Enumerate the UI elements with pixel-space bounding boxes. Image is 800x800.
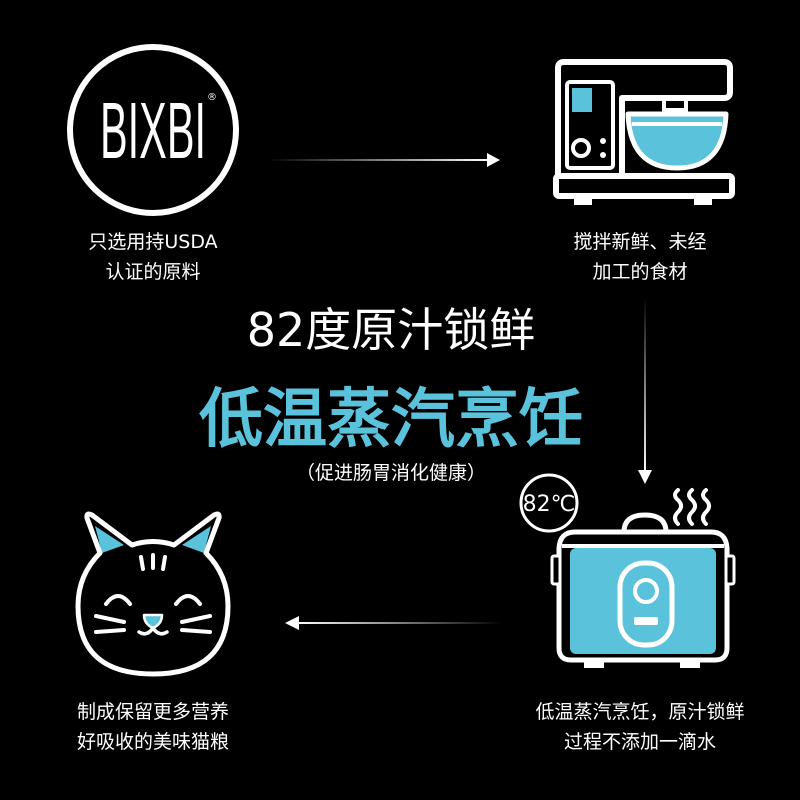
temperature-badge-text: 82℃ xyxy=(523,492,576,517)
mixer-head-and-column xyxy=(555,59,733,179)
cooker-button xyxy=(634,617,658,625)
cat-forehead-stripes xyxy=(139,553,167,571)
cat-head-outline xyxy=(75,511,231,677)
cat-ear-left-inner xyxy=(95,526,124,553)
step-3-caption: 低温蒸汽烹饪，原汁锁鲜 过程不添加一滴水 xyxy=(500,697,780,757)
step-2-caption: 搅拌新鲜、未经 加工的食材 xyxy=(520,227,760,287)
cat-mouth xyxy=(137,626,169,636)
cooker-handle-right xyxy=(724,554,736,586)
arrow-down-icon xyxy=(638,296,652,484)
mixer-foot-right xyxy=(694,196,712,205)
cat-whisker xyxy=(180,628,212,634)
mixer-button-bottom xyxy=(600,152,606,158)
mixer-dial xyxy=(571,138,591,158)
step-4-caption: 制成保留更多营养 好吸收的美味猫粮 xyxy=(33,697,273,757)
bixbi-logo: BIXBI ® xyxy=(67,44,239,216)
cat-stripe xyxy=(161,555,167,571)
caption-line: 认证的原料 xyxy=(105,261,201,283)
caption-line: 低温蒸汽烹饪，原汁锁鲜 xyxy=(535,701,745,723)
logo-ring xyxy=(67,44,239,216)
cooker-body-outline xyxy=(556,529,730,663)
arrow-down-head xyxy=(638,470,652,484)
cat-ear-right-inner xyxy=(182,526,211,553)
cat-face-icon xyxy=(75,511,231,677)
arrow-right-shaft xyxy=(268,159,490,161)
headline-secondary: 低温蒸汽烹饪 xyxy=(199,383,583,457)
caption-line: 搅拌新鲜、未经 xyxy=(573,231,707,253)
mixer-foot-left xyxy=(574,196,592,205)
cat-nose xyxy=(142,613,164,630)
cat-whisker xyxy=(94,614,126,624)
steam-line-2 xyxy=(687,488,697,526)
stand-mixer-icon xyxy=(553,59,735,205)
cooker-handle-left xyxy=(550,554,562,586)
arrow-left-head xyxy=(285,616,299,630)
mixer-screen xyxy=(572,88,592,112)
caption-line: 过程不添加一滴水 xyxy=(563,731,716,753)
steam-icon xyxy=(673,488,711,526)
arrow-down-shaft xyxy=(644,296,646,472)
cat-stripe xyxy=(139,555,145,571)
cat-whisker xyxy=(94,628,126,634)
cat-eye-left xyxy=(104,594,132,606)
caption-line: 制成保留更多营养 xyxy=(76,701,229,723)
headline-primary: 82度原汁锁鲜 xyxy=(246,303,536,357)
mixer-beater xyxy=(662,96,688,112)
arrow-right-icon xyxy=(268,153,500,167)
logo-wordmark: BIXBI xyxy=(100,86,206,175)
cooker-foot-right xyxy=(680,660,700,668)
cooker-lid-handle xyxy=(621,512,669,533)
arrow-right-head xyxy=(487,153,500,167)
cooker-knob xyxy=(633,578,659,604)
mixer-bowl xyxy=(625,111,729,171)
cat-eye-right xyxy=(174,594,202,606)
cat-whiskers xyxy=(94,614,212,634)
cooker-control-panel xyxy=(617,560,675,648)
temperature-badge: 82℃ xyxy=(519,473,579,533)
caption-line: 只选用持USDA xyxy=(88,231,218,253)
cooker-foot-left xyxy=(584,660,604,668)
mixer-button-top xyxy=(600,138,606,144)
mixer-base xyxy=(553,173,735,199)
temperature-badge-ring xyxy=(519,473,579,533)
steam-line-1 xyxy=(673,488,683,526)
arrow-left-icon xyxy=(285,616,502,630)
rice-cooker-icon xyxy=(550,512,736,668)
registered-mark: ® xyxy=(207,92,217,103)
steam-line-3 xyxy=(701,488,711,526)
cat-whisker xyxy=(180,614,212,624)
arrow-left-shaft xyxy=(298,622,502,624)
step-1-caption: 只选用持USDA 认证的原料 xyxy=(33,227,273,287)
mixer-panel xyxy=(565,80,615,170)
caption-line: 好吸收的美味猫粮 xyxy=(76,731,229,753)
caption-line: 加工的食材 xyxy=(592,261,688,283)
headline-note: （促进肠胃消化健康） xyxy=(295,462,486,484)
